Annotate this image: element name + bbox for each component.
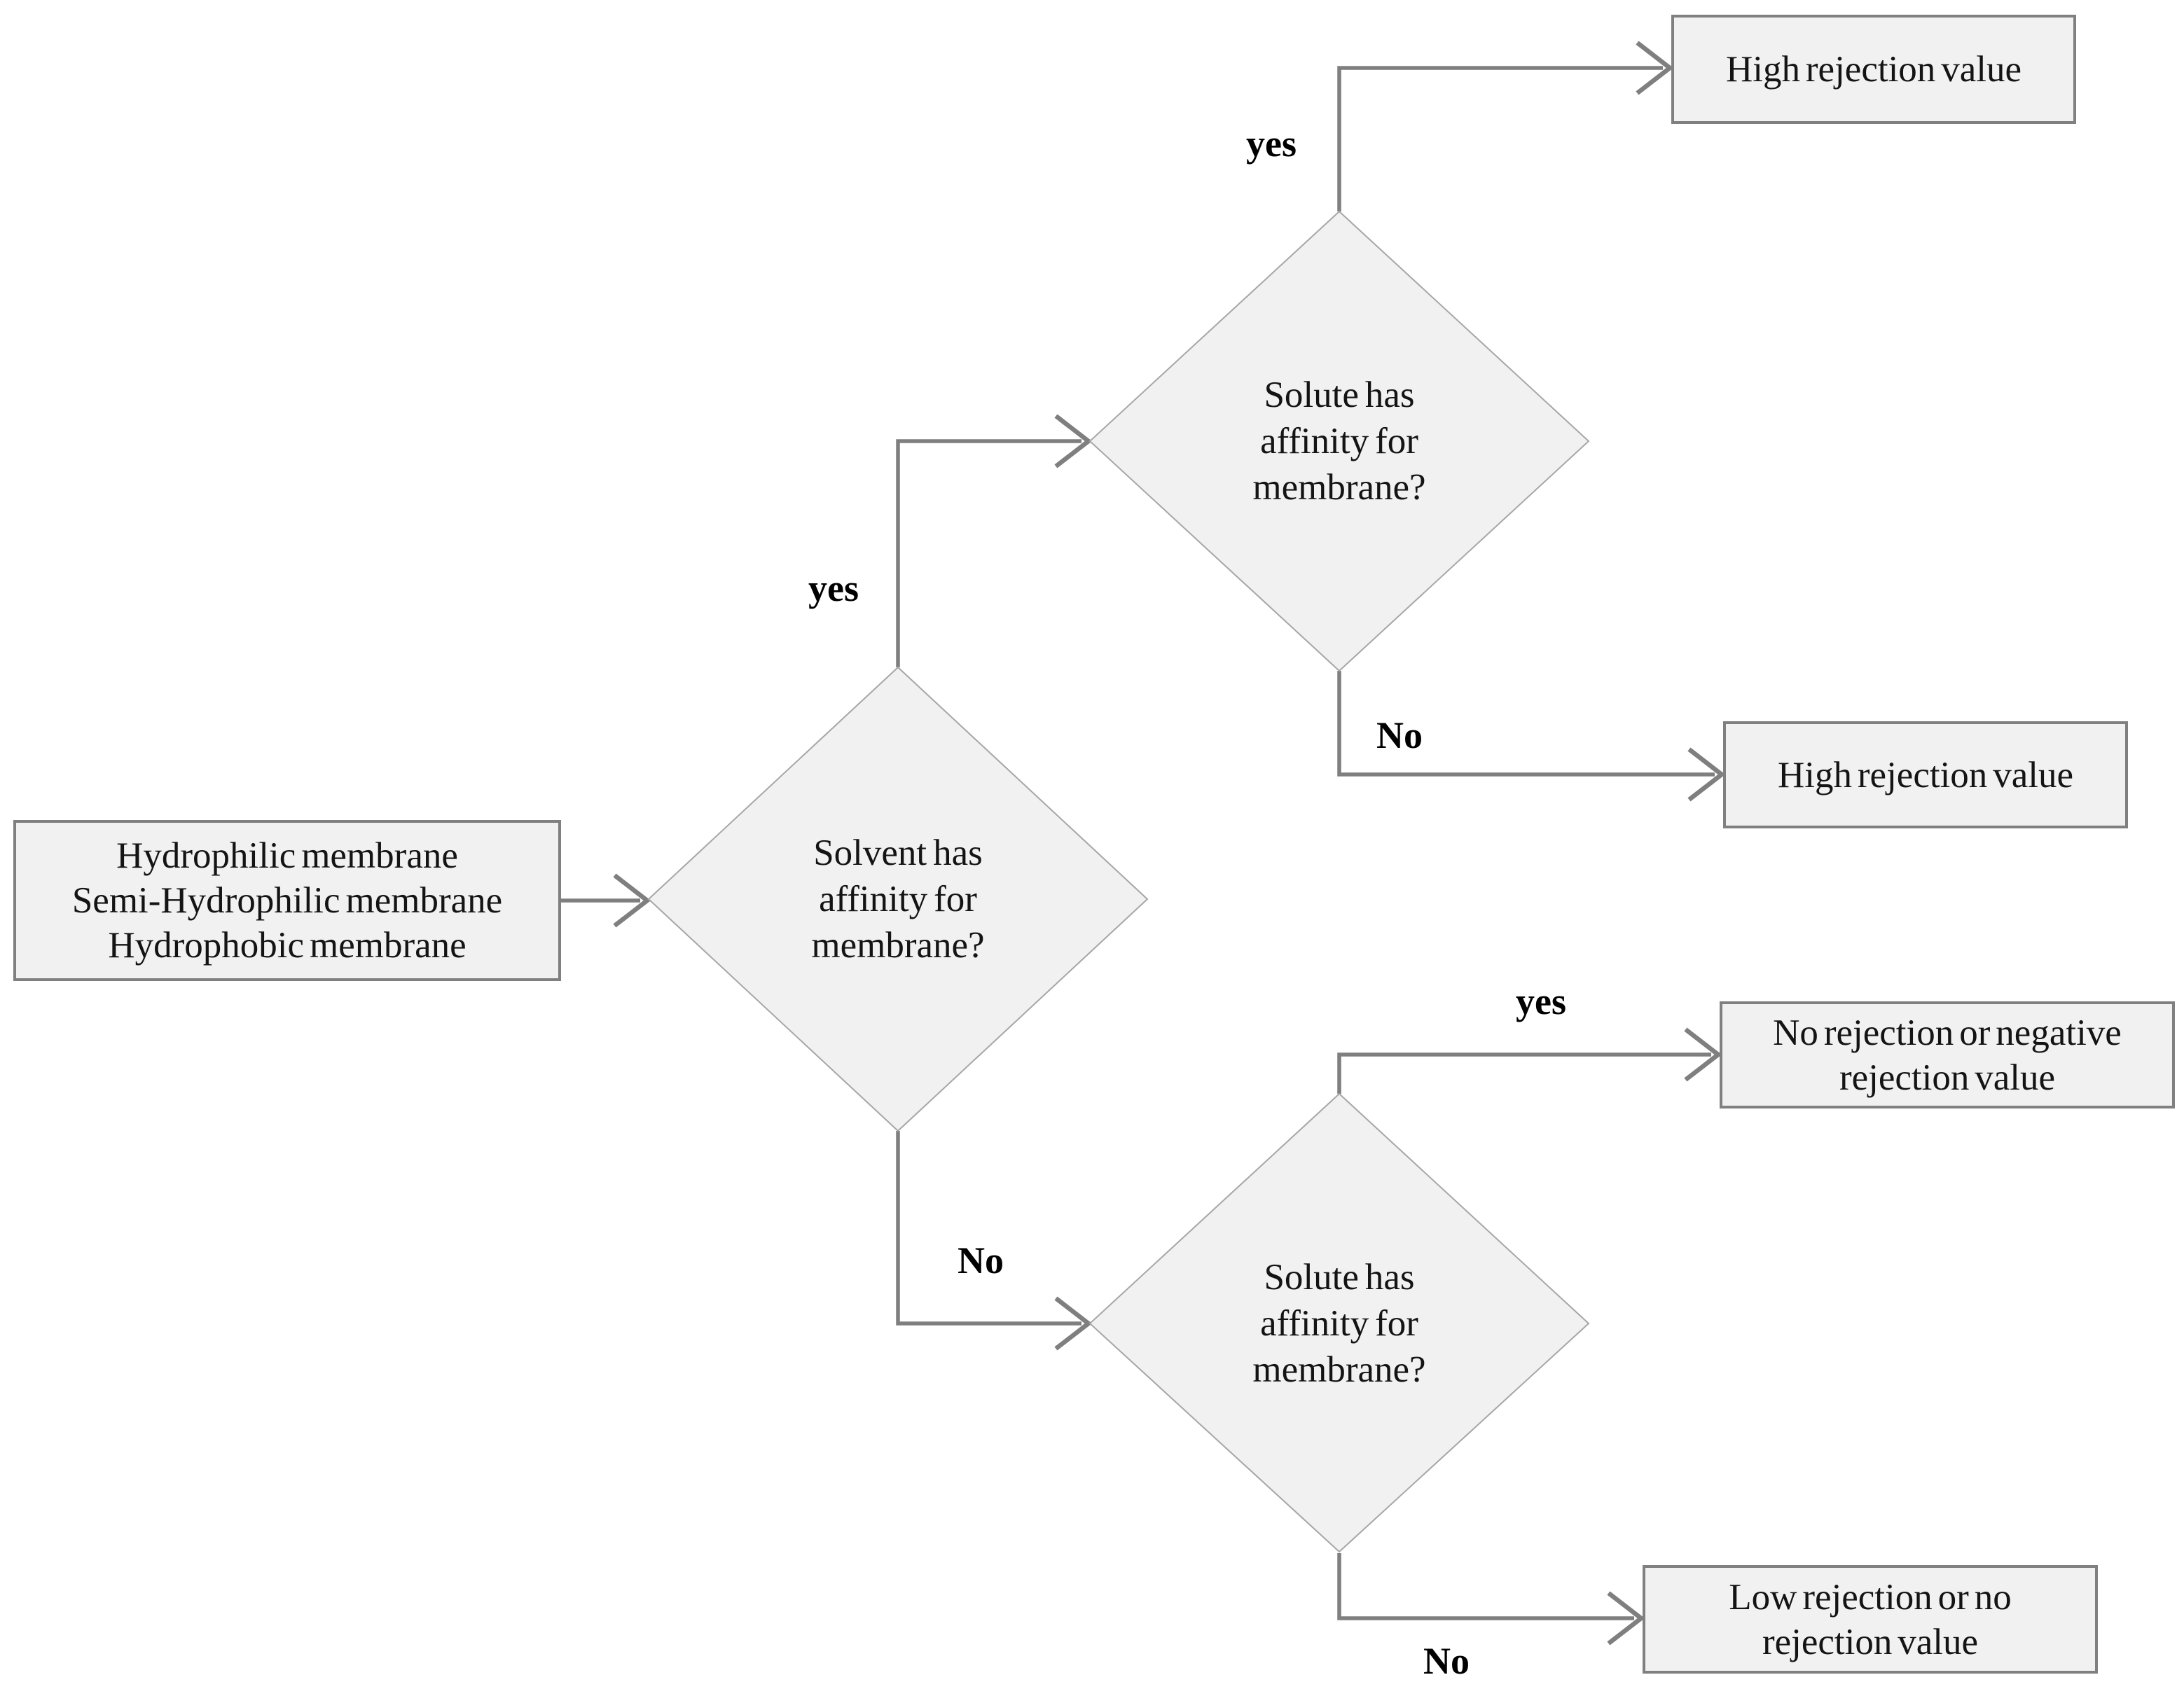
node-outcome-high-rejection-top: High rejection value — [1671, 15, 2076, 124]
decision-solute-affinity-bottom-shape — [1088, 1092, 1590, 1553]
edge-label-solute-bottom-yes: yes — [1516, 980, 1566, 1022]
decision-solute-affinity-bottom-label: Solute has affinity for membrane? — [1252, 1257, 1426, 1390]
edge-label-solute-bottom-no: No — [1423, 1640, 1470, 1682]
edge-solute-top-yes — [1337, 41, 1674, 211]
membrane-type-line: Hydrophilic membrane — [116, 835, 458, 876]
decision-solute-affinity-top-label: Solute has affinity for membrane? — [1252, 375, 1426, 508]
edge-label-solute-top-no: No — [1376, 714, 1423, 756]
node-outcome-low-or-no-rejection: Low rejection or no rejection value — [1643, 1565, 2098, 1674]
node-outcome-high-rejection-middle: High rejection value — [1723, 721, 2128, 828]
node-membrane-types: Hydrophilic membrane Semi-Hydrophilic me… — [13, 820, 561, 981]
edge-label-solute-top-yes: yes — [1246, 123, 1297, 165]
edge-solvent-no — [896, 1131, 1093, 1351]
edge-solvent-yes — [896, 414, 1093, 667]
edge-solute-bottom-yes — [1337, 1027, 1722, 1094]
edge-source-to-solvent — [561, 873, 651, 928]
decision-solute-affinity-top-shape — [1088, 210, 1590, 672]
edge-label-solvent-yes: yes — [808, 567, 859, 609]
decision-solvent-affinity-label: Solvent has affinity for membrane? — [811, 833, 985, 966]
edge-solute-top-no — [1337, 671, 1726, 802]
node-outcome-no-or-negative-rejection: No rejection or negative rejection value — [1720, 1001, 2175, 1108]
edge-solute-bottom-no — [1337, 1553, 1645, 1646]
decision-solvent-affinity-shape — [647, 666, 1149, 1132]
edge-label-solvent-no: No — [958, 1239, 1004, 1281]
membrane-type-line: Hydrophobic membrane — [108, 925, 466, 966]
membrane-type-line: Semi-Hydrophilic membrane — [71, 880, 503, 921]
